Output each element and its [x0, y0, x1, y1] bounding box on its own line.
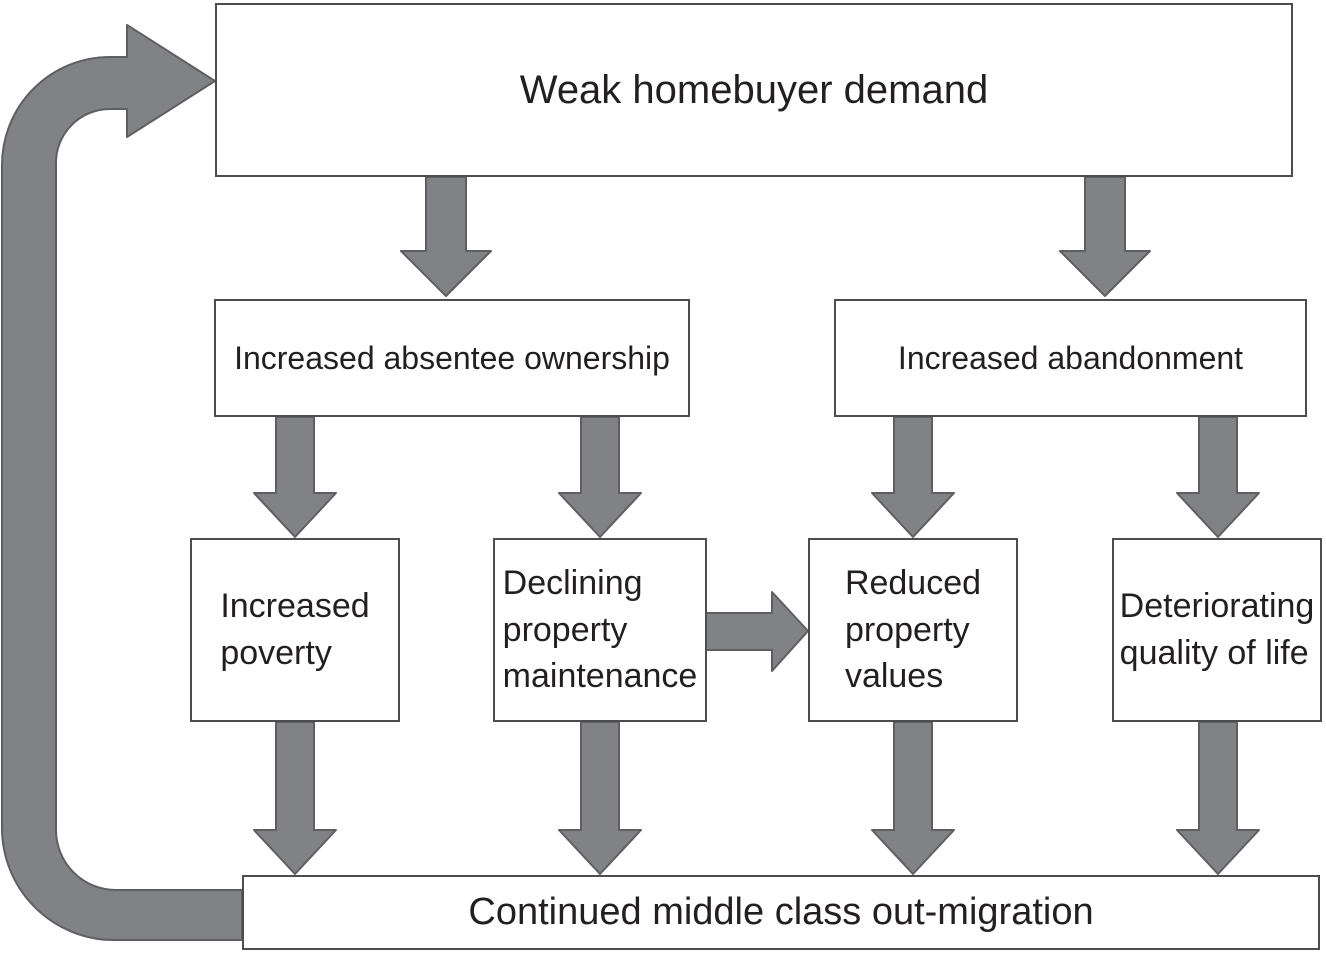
node-label: Declining property maintenance	[502, 563, 698, 696]
node-declining-property-maintenance: Declining property maintenance	[493, 538, 707, 722]
arrow-abandonment-to-values	[871, 416, 955, 538]
node-increased-absentee-ownership: Increased absentee ownership	[214, 299, 690, 417]
node-label: Increased abandonment	[897, 339, 1244, 376]
arrow-maintenance-to-outmigration	[558, 721, 642, 875]
node-increased-poverty: Increased poverty	[190, 538, 400, 722]
node-label: Continued middle class out-migration	[468, 891, 1094, 933]
node-continued-middle-class-out-migration: Continued middle class out-migration	[242, 875, 1320, 950]
node-deteriorating-quality-of-life: Deteriorating quality of life	[1112, 538, 1322, 722]
arrow-quality-to-outmigration	[1176, 721, 1260, 875]
node-label: Reduced property values	[844, 563, 982, 696]
node-label: Increased poverty	[220, 587, 370, 672]
node-label: Increased absentee ownership	[234, 339, 670, 376]
node-label: Deteriorating quality of life	[1119, 587, 1315, 672]
node-reduced-property-values: Reduced property values	[808, 538, 1018, 722]
node-increased-abandonment: Increased abandonment	[834, 299, 1307, 417]
feedback-loop-arrow	[1, 24, 243, 941]
arrow-abandonment-to-quality	[1176, 416, 1260, 538]
arrow-maintenance-to-values	[704, 591, 809, 672]
arrow-absentee-to-poverty	[253, 416, 337, 538]
arrow-weak-to-abandonment	[1059, 176, 1151, 297]
node-weak-homebuyer-demand: Weak homebuyer demand	[215, 3, 1293, 177]
arrow-poverty-to-outmigration	[253, 721, 337, 875]
node-label: Weak homebuyer demand	[519, 67, 989, 112]
arrow-values-to-outmigration	[871, 721, 955, 875]
arrow-absentee-to-maintenance	[558, 416, 642, 538]
arrow-weak-to-absentee	[400, 176, 492, 297]
